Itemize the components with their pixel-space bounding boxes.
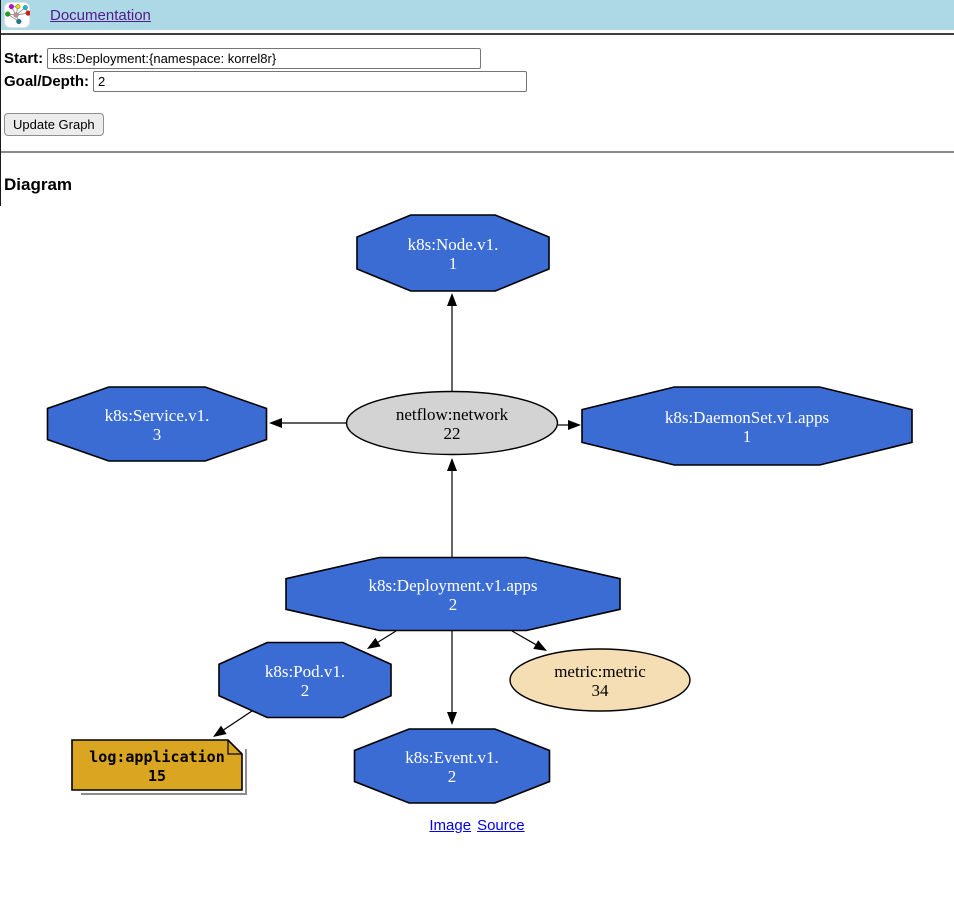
edge-k8s-deployment-to-k8s-event: [447, 631, 457, 725]
node-count: 1: [449, 254, 458, 273]
edge-netflow-network-to-k8s-service: [269, 418, 347, 428]
node-label: k8s:Event.v1.: [405, 748, 499, 767]
node-count: 2: [449, 595, 458, 614]
node-count: 2: [448, 767, 457, 786]
source-link[interactable]: Source: [477, 817, 525, 834]
graph-links: Image Source: [0, 817, 954, 834]
node-label: k8s:Service.v1.: [105, 406, 210, 425]
goal-depth-row: Goal/Depth:: [4, 71, 954, 92]
start-input[interactable]: [47, 48, 482, 69]
edge-k8s-deployment-to-metric-metric: [511, 630, 547, 651]
goal-depth-input[interactable]: [93, 71, 527, 92]
header-divider: [0, 33, 954, 35]
graph-node-k8s-pod[interactable]: k8s:Pod.v1.2: [218, 641, 392, 719]
node-count: 2: [301, 681, 310, 700]
edge-k8s-deployment-to-netflow-network: [447, 458, 457, 558]
diagram-heading: Diagram: [4, 175, 73, 194]
node-label: netflow:network: [396, 405, 509, 424]
edge-k8s-deployment-to-k8s-pod: [367, 630, 397, 649]
image-link[interactable]: Image: [429, 817, 472, 834]
goal-depth-label: Goal/Depth:: [4, 73, 89, 90]
node-count: 1: [743, 427, 752, 446]
node-label: metric:metric: [554, 662, 646, 681]
graph-node-k8s-service[interactable]: k8s:Service.v1.3: [46, 386, 268, 462]
correlation-graph: k8s:Node.v1.1k8s:Service.v1.3netflow:net…: [46, 214, 913, 804]
edge-k8s-pod-to-log-application: [213, 706, 259, 737]
graph-node-k8s-event[interactable]: k8s:Event.v1.2: [353, 728, 551, 804]
node-label: k8s:Node.v1.: [408, 235, 499, 254]
correlate-form: Start: Goal/Depth: Update Graph: [0, 35, 954, 136]
section-divider: [0, 151, 954, 153]
edge-netflow-network-to-k8s-node: [447, 293, 457, 392]
header: Documentation: [0, 0, 954, 30]
node-count: 22: [444, 424, 461, 443]
graph-node-k8s-node[interactable]: k8s:Node.v1.1: [356, 214, 550, 292]
update-graph-button[interactable]: Update Graph: [4, 113, 104, 136]
node-count: 34: [592, 681, 610, 700]
node-label: k8s:DaemonSet.v1.apps: [665, 408, 829, 427]
edge-netflow-network-to-k8s-daemonset: [558, 420, 581, 430]
korrel8r-logo-icon: [4, 2, 30, 28]
node-label: k8s:Deployment.v1.apps: [368, 576, 537, 595]
node-label: k8s:Pod.v1.: [265, 662, 345, 681]
node-count: 15: [148, 767, 166, 785]
node-label: log:application: [89, 748, 224, 766]
start-label: Start:: [4, 50, 44, 67]
start-row: Start:: [4, 48, 954, 69]
node-count: 3: [153, 425, 162, 444]
documentation-link[interactable]: Documentation: [50, 6, 151, 24]
